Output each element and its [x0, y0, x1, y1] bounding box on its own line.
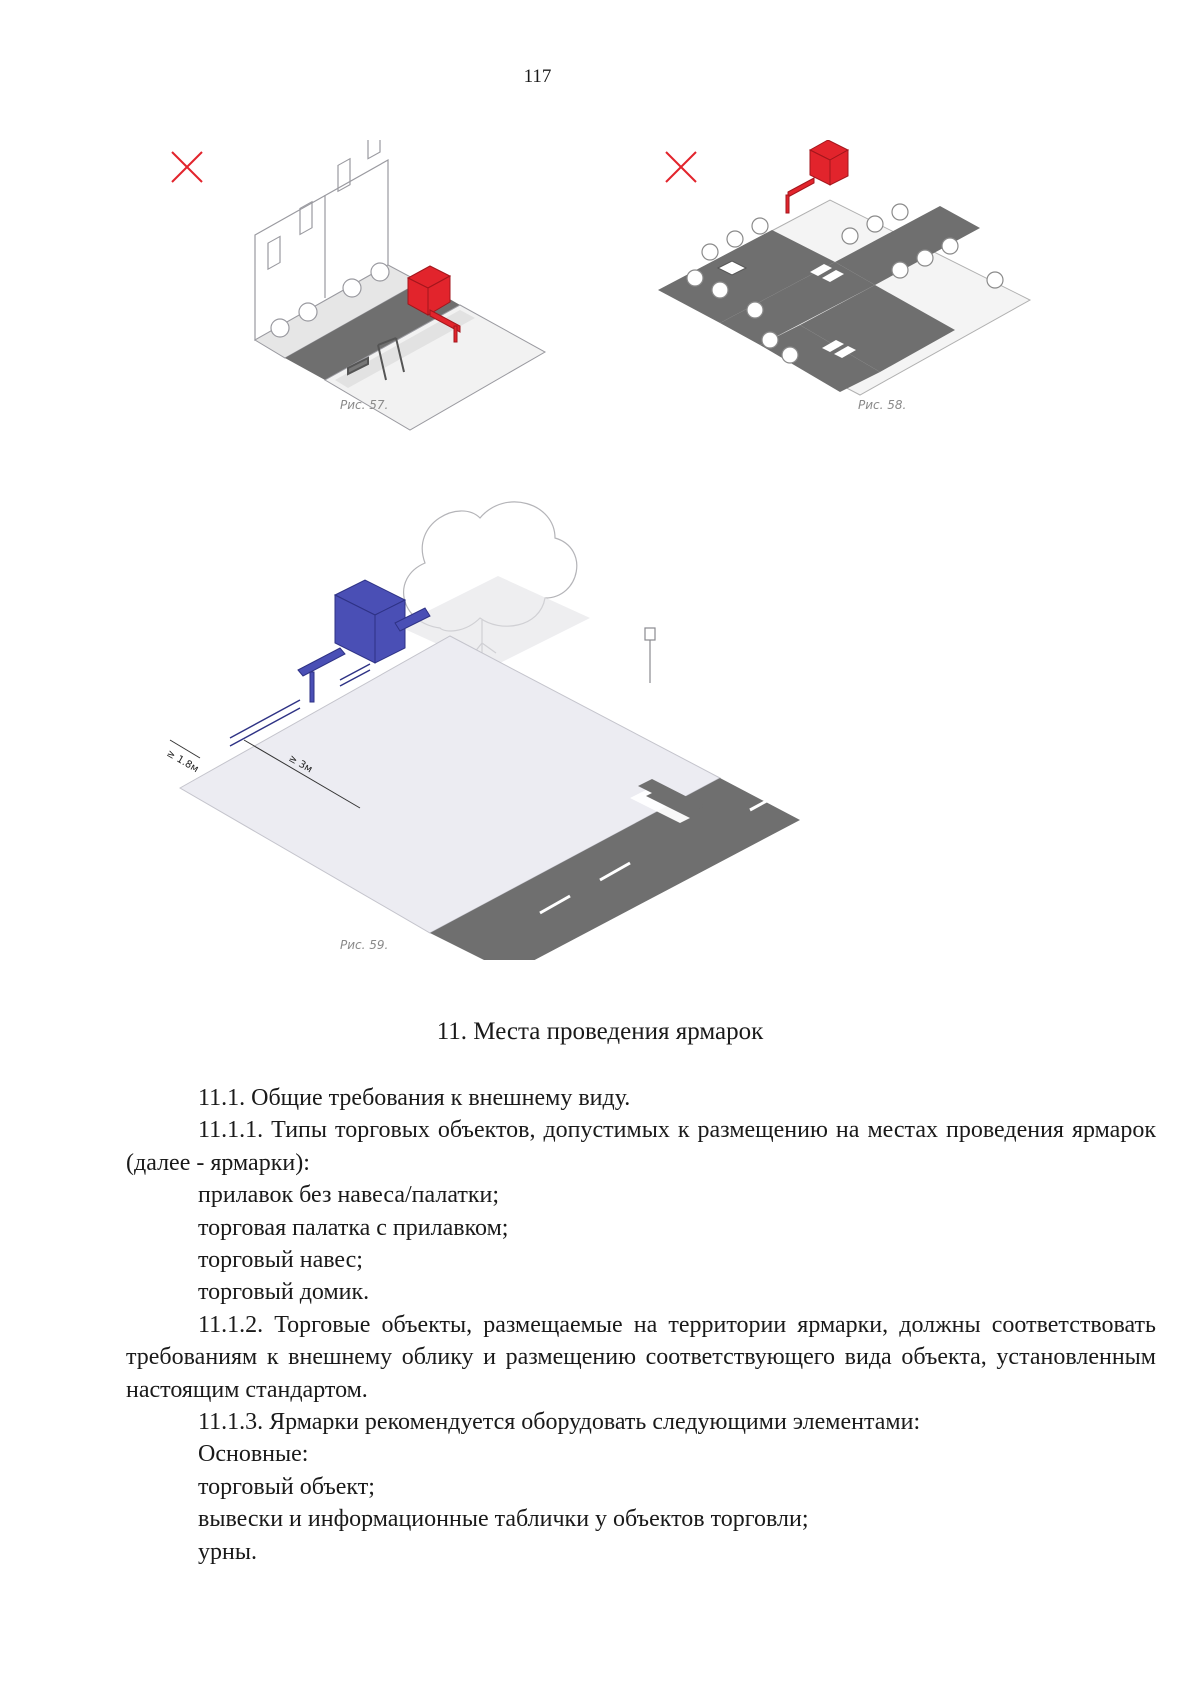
road	[430, 778, 800, 960]
paragraph: 11.1. Общие требования к внешнему виду.	[198, 1085, 631, 1111]
list-item: торговый объект;	[198, 1473, 375, 1500]
crosswalk	[630, 779, 710, 823]
playground-equipment	[347, 337, 405, 381]
page-number: 117	[523, 66, 552, 87]
list-item: прилавок без навеса/палатки;	[198, 1182, 500, 1209]
figure-58-caption: Рис. 58.	[858, 398, 907, 412]
list-item: торговый навес;	[198, 1247, 363, 1274]
incorrect-mark-icon	[171, 151, 203, 183]
list-item: торговый домик.	[198, 1279, 370, 1306]
crosswalk	[810, 264, 856, 358]
road	[658, 206, 980, 392]
dimension-min-sidewalk: ≥ 1.8м	[165, 748, 201, 775]
trees	[270, 262, 390, 338]
trees	[686, 203, 1004, 364]
road-sign	[644, 627, 656, 683]
section-title: 11. Места проведения ярмарок	[436, 1018, 764, 1045]
incorrect-mark-icon	[665, 151, 697, 183]
figure-57-caption: Рис. 57.	[340, 398, 389, 412]
kiosk-correct	[297, 579, 431, 703]
list-item: урны.	[198, 1538, 257, 1565]
lane-markings	[539, 796, 773, 915]
list-item: торговая палатка с прилавком;	[198, 1214, 509, 1241]
figure-59-caption: Рис. 59.	[340, 938, 389, 952]
list-item: вывески и информационные таблички у объе…	[198, 1506, 809, 1533]
section-body: 11.1. Общие требования к внешнему виду. …	[126, 1082, 1156, 1568]
list-item: Основные:	[198, 1441, 309, 1468]
car	[716, 260, 748, 276]
playground-plot	[323, 304, 547, 431]
figure-59: ≥ 1.8м ≥ 3м Рис. 59.	[160, 468, 820, 960]
kiosk-incorrect	[406, 265, 461, 343]
fence	[229, 663, 371, 747]
paragraph: 11.1.1. Типы торговых объектов, допустим…	[126, 1117, 1156, 1176]
figure-57: Рис. 57.	[160, 140, 560, 450]
kiosk-incorrect	[785, 140, 850, 214]
paragraph: 11.1.2. Торговые объекты, размещаемые на…	[126, 1311, 1156, 1403]
paragraph: 11.1.3. Ярмарки рекомендуется оборудоват…	[198, 1409, 921, 1436]
dimension-lines	[169, 739, 361, 809]
figure-58: Рис. 58.	[600, 140, 1040, 450]
